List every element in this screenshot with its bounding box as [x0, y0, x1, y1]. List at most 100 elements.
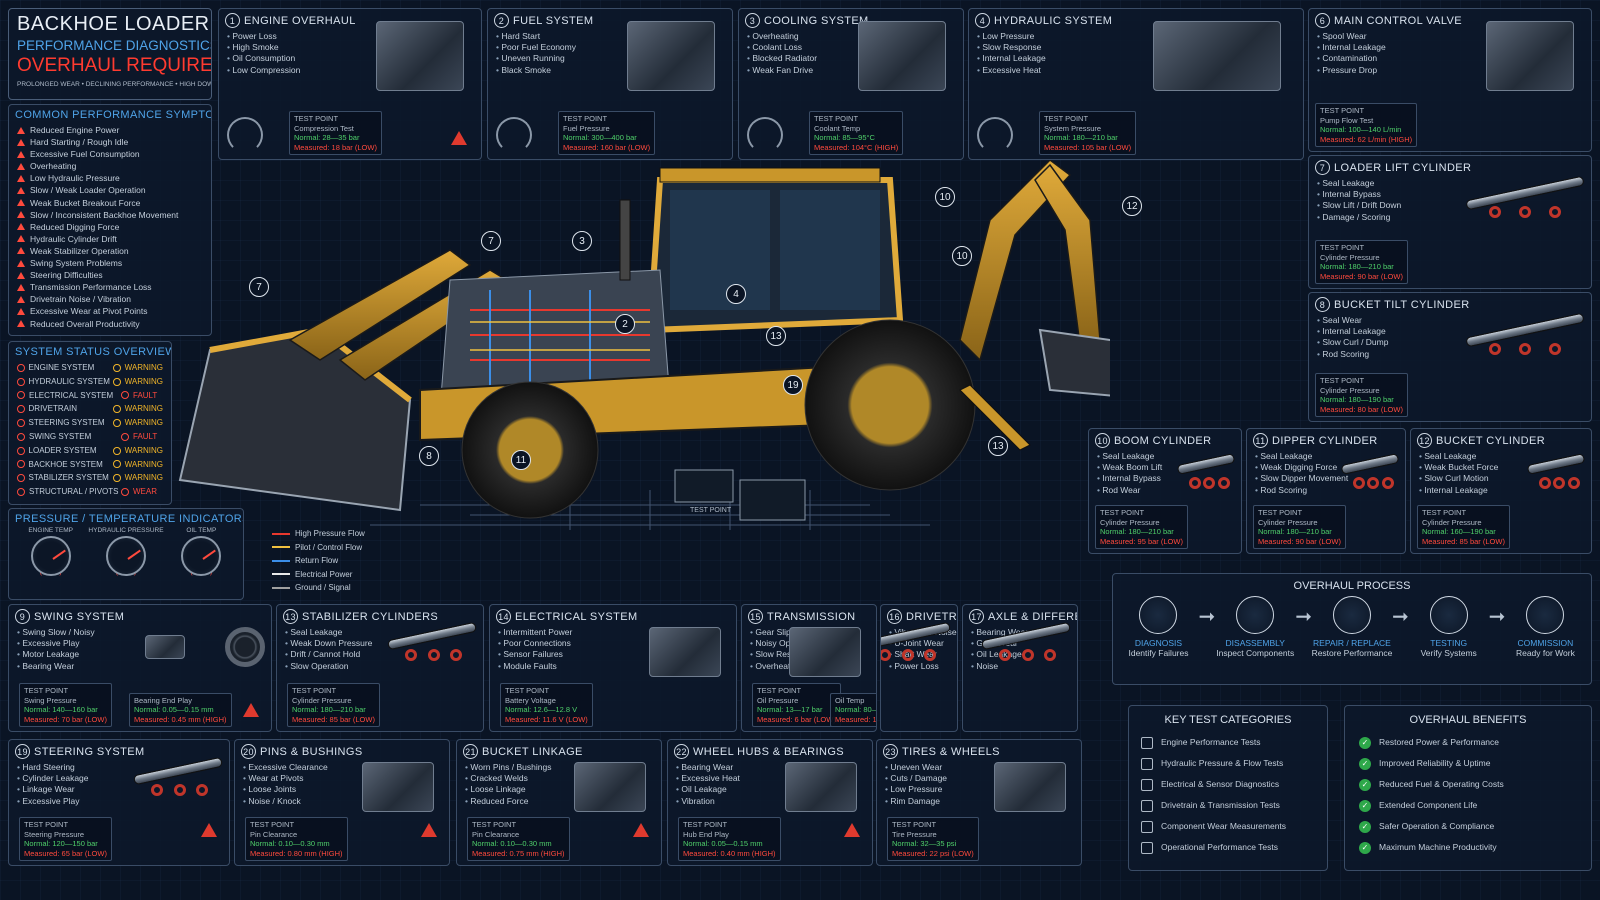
callout-marker[interactable]: 3: [572, 231, 592, 251]
gauge: OIL TEMP98°C(HIGH): [165, 527, 237, 576]
benefits-title: OVERHAUL BENEFITS: [1409, 714, 1527, 726]
callout-marker[interactable]: 2: [615, 314, 635, 334]
symptom-item: Sensor Failures: [498, 649, 728, 660]
callout-marker[interactable]: 19: [783, 375, 803, 395]
callout-marker[interactable]: 4: [726, 284, 746, 304]
callout-marker[interactable]: 7: [481, 231, 501, 251]
component-illustration: [132, 756, 224, 812]
key-test-text: Component Wear Measurements: [1161, 821, 1287, 831]
symptom-item: Hard Start: [496, 31, 724, 42]
symptom-item: Poor Connections: [498, 638, 728, 649]
symptom-item: Hydraulic Cylinder Drift: [17, 233, 203, 245]
symptom-item: Oil Leakage: [676, 784, 864, 795]
symptom-item: Slow / Weak Loader Operation: [17, 184, 203, 196]
status-dot-icon: [113, 377, 121, 386]
symptom-list: Intermittent PowerPoor ConnectionsSensor…: [490, 626, 736, 672]
symptom-text: Steering Difficulties: [30, 270, 103, 281]
symptom-list: OverheatingCoolant LossBlocked RadiatorW…: [739, 30, 963, 76]
component-icon: [789, 627, 861, 677]
seal-ring-icon: [1549, 206, 1561, 218]
symptom-item: Internal Leakage: [1317, 42, 1583, 53]
status-state: WARNING: [124, 445, 163, 455]
panel-number: 16: [887, 609, 902, 624]
test-point-label: TEST POINT: [814, 114, 859, 123]
measured-value: Measured: 6 bar (LOW): [757, 714, 836, 724]
test-point-name: Cylinder Pressure: [292, 695, 352, 705]
test-point-label: TEST POINT: [1320, 243, 1365, 252]
indicators-title: PRESSURE / TEMPERATURE INDICATORS: [15, 513, 244, 525]
measured-value: Measured: 65 bar (LOW): [24, 848, 107, 858]
panel-title-text: PINS & BUSHINGS: [260, 745, 363, 758]
test-point-name: Oil Temp: [835, 695, 865, 705]
callout-marker[interactable]: 10: [952, 246, 972, 266]
panel-title-text: STEERING SYSTEM: [34, 745, 145, 758]
seal-ring-icon: [1489, 343, 1501, 355]
seal-ring-icon: [1188, 477, 1201, 489]
test-point-label: TEST POINT: [683, 820, 728, 829]
callout-marker[interactable]: 10: [935, 187, 955, 207]
component-illustration: [776, 762, 866, 812]
symptom-item: Weak Bucket Breakout Force: [17, 197, 203, 209]
test-point-label: TEST POINT: [472, 820, 517, 829]
status-state: WARNING: [124, 404, 163, 414]
normal-value: Normal: 300—400 bar: [563, 133, 637, 142]
benefit-item: ✓Extended Component Life: [1359, 795, 1577, 816]
seal-ring-icon: [1367, 477, 1380, 489]
normal-value: Normal: 12.6—12.8 V: [505, 705, 578, 714]
status-system: STRUCTURAL / PIVOTS: [29, 487, 119, 497]
panel-number: 14: [496, 609, 511, 624]
test-category-icon: [1141, 736, 1153, 749]
warning-triangle-icon: [17, 271, 25, 279]
panel-title-text: COOLING SYSTEM: [764, 14, 869, 27]
symptom-item: Excessive Fuel Consumption: [17, 148, 203, 160]
test-point-label: TEST POINT: [24, 820, 69, 829]
symptom-item: Loose Joints: [243, 784, 441, 795]
component-illustration: [1176, 453, 1236, 495]
seal-ring-icon: [405, 649, 417, 661]
callout-marker[interactable]: 11: [511, 450, 531, 470]
panel-number: 17: [969, 609, 984, 624]
status-dot-icon: [121, 391, 129, 400]
symptom-item: Worn Pins / Bushings: [465, 762, 653, 773]
callout-marker[interactable]: 13: [988, 436, 1008, 456]
gauge-label: OIL TEMP: [186, 527, 217, 534]
legend-entry: Pilot / Control Flow: [272, 541, 382, 555]
symptom-item: Noise / Knock: [243, 796, 441, 807]
symptom-text: Overheating: [30, 161, 77, 172]
symptom-item: Weak Fan Drive: [747, 65, 955, 76]
symptom-item: Overheating: [750, 661, 868, 672]
warning-triangle-icon: [17, 126, 25, 134]
seal-ring-icon: [1203, 477, 1216, 489]
callout-marker[interactable]: 12: [1122, 196, 1142, 216]
component-icon: [627, 21, 715, 91]
callout-marker[interactable]: 8: [419, 446, 439, 466]
test-point-name: Tire Pressure: [892, 829, 937, 839]
key-test-item: Component Wear Measurements: [1141, 816, 1315, 837]
callout-marker[interactable]: 7: [249, 277, 269, 297]
symptom-item: Seal Leakage: [1317, 178, 1583, 189]
magnifier-icon: [1139, 596, 1178, 634]
benefit-text: Maximum Machine Productivity: [1379, 842, 1497, 852]
symptom-list: Gear SlippageNoisy OperationSlow Respons…: [742, 626, 876, 672]
symptom-item: Drivetrain Noise / Vibration: [17, 293, 203, 305]
gauge-needle: [52, 549, 66, 560]
symptom-item: Rod Scoring: [1255, 485, 1397, 496]
key-test-item: Electrical & Sensor Diagnostics: [1141, 774, 1315, 795]
callout-marker[interactable]: 13: [766, 326, 786, 346]
check-circle-icon: ✓: [1359, 841, 1371, 854]
step-desc: Inspect Components: [1216, 648, 1295, 658]
key-test-item: Operational Performance Tests: [1141, 837, 1315, 858]
arrow-right-icon: ➞: [1391, 606, 1409, 628]
test-point-name: Cylinder Pressure: [1258, 517, 1318, 527]
panel-title-text: FUEL SYSTEM: [513, 14, 594, 27]
test-point-name: Hub End Play: [683, 829, 729, 839]
